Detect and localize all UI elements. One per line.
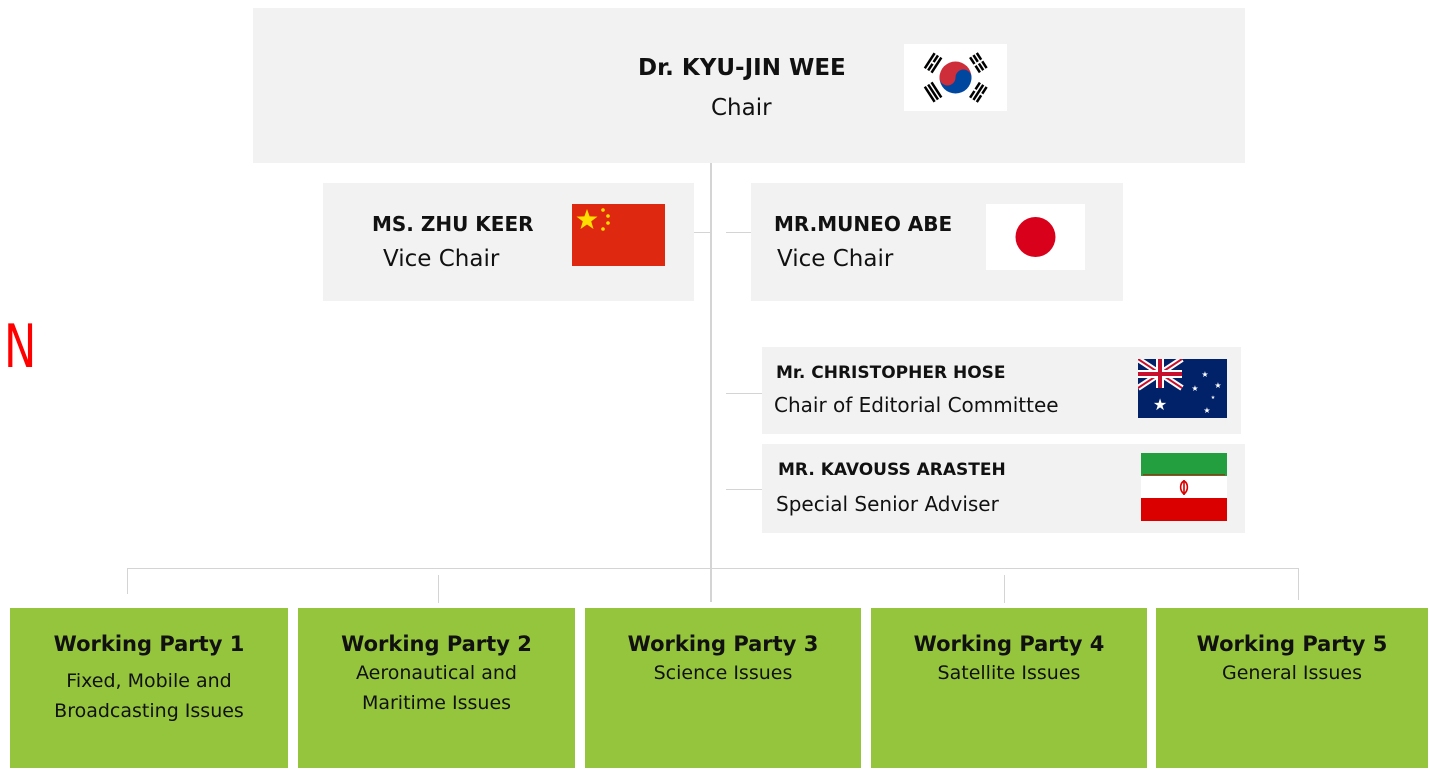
south-korea-flag-icon: [904, 44, 1007, 111]
connector-trunk: [710, 160, 712, 602]
connector-horizontal-bar: [127, 568, 1299, 569]
iran-flag-icon: [1141, 453, 1227, 521]
connector-vice-right: [726, 232, 751, 233]
vice-chair-box-1: MS. ZHU KEER Vice Chair: [323, 183, 694, 301]
working-party-5-desc-line-1: General Issues: [1222, 662, 1362, 684]
officer-box-1: Mr. CHRISTOPHER HOSE Chair of Editorial …: [762, 347, 1241, 434]
vice-chair-role-1: Vice Chair: [383, 246, 500, 272]
svg-text:★: ★: [1201, 370, 1208, 379]
japan-flag-icon: [986, 204, 1085, 270]
chair-name: Dr. KYU-JIN WEE: [638, 55, 846, 81]
working-party-3-box: Working Party 3 Science Issues: [585, 608, 861, 768]
vice-chair-name-1: MS. ZHU KEER: [372, 212, 534, 236]
working-party-3-title: Working Party 3: [627, 632, 819, 656]
officer-role-2: Special Senior Adviser: [776, 492, 999, 516]
working-party-2-desc-line-1: Aeronautical and: [356, 662, 517, 684]
svg-text:★: ★: [1211, 395, 1216, 401]
working-party-1-box: Working Party 1 Fixed, Mobile and Broadc…: [10, 608, 288, 768]
officer-box-2: MR. KAVOUSS ARASTEH Special Senior Advis…: [762, 444, 1245, 533]
vice-chair-role-2: Vice Chair: [777, 246, 894, 272]
officer-name-2: MR. KAVOUSS ARASTEH: [778, 460, 1006, 480]
working-party-1-title: Working Party 1: [53, 632, 245, 656]
working-party-4-title: Working Party 4: [913, 632, 1105, 656]
connector-drop-wp1: [127, 568, 128, 594]
vice-chair-name-2: MR.MUNEO ABE: [774, 212, 953, 236]
working-party-1-desc-line-1: Fixed, Mobile and: [66, 670, 232, 692]
working-party-3-desc-line-1: Science Issues: [653, 662, 793, 684]
officer-name-1: Mr. CHRISTOPHER HOSE: [776, 363, 1006, 383]
svg-text:★: ★: [1203, 406, 1210, 415]
working-party-2-desc-line-2: Maritime Issues: [361, 692, 512, 714]
connector-officer-1: [726, 393, 762, 394]
svg-text:★: ★: [1214, 381, 1221, 390]
working-party-4-desc-line-1: Satellite Issues: [937, 662, 1081, 684]
china-flag-icon: [572, 204, 665, 266]
vice-chair-box-2: MR.MUNEO ABE Vice Chair: [751, 183, 1123, 301]
accent-letter: N: [4, 312, 37, 382]
working-party-2-box: Working Party 2 Aeronautical and Maritim…: [298, 608, 575, 768]
connector-drop-wp5: [1298, 568, 1299, 600]
svg-text:★: ★: [1191, 384, 1198, 393]
working-party-5-box: Working Party 5 General Issues: [1156, 608, 1428, 768]
chair-role: Chair: [711, 95, 772, 121]
chair-box: Dr. KYU-JIN WEE Chair: [253, 8, 1245, 163]
connector-officer-2: [726, 489, 762, 490]
officer-role-1: Chair of Editorial Committee: [774, 393, 1059, 417]
working-party-2-title: Working Party 2: [341, 632, 532, 656]
connector-drop-wp2: [438, 575, 439, 603]
australia-flag-icon: ★ ★ ★ ★ ★ ★: [1138, 359, 1227, 418]
connector-drop-wp4: [1004, 575, 1005, 603]
connector-vice-left: [694, 232, 710, 233]
svg-text:★: ★: [1153, 395, 1167, 414]
working-party-1-desc-line-2: Broadcasting Issues: [54, 700, 244, 722]
working-party-5-title: Working Party 5: [1196, 632, 1388, 656]
working-party-4-box: Working Party 4 Satellite Issues: [871, 608, 1147, 768]
